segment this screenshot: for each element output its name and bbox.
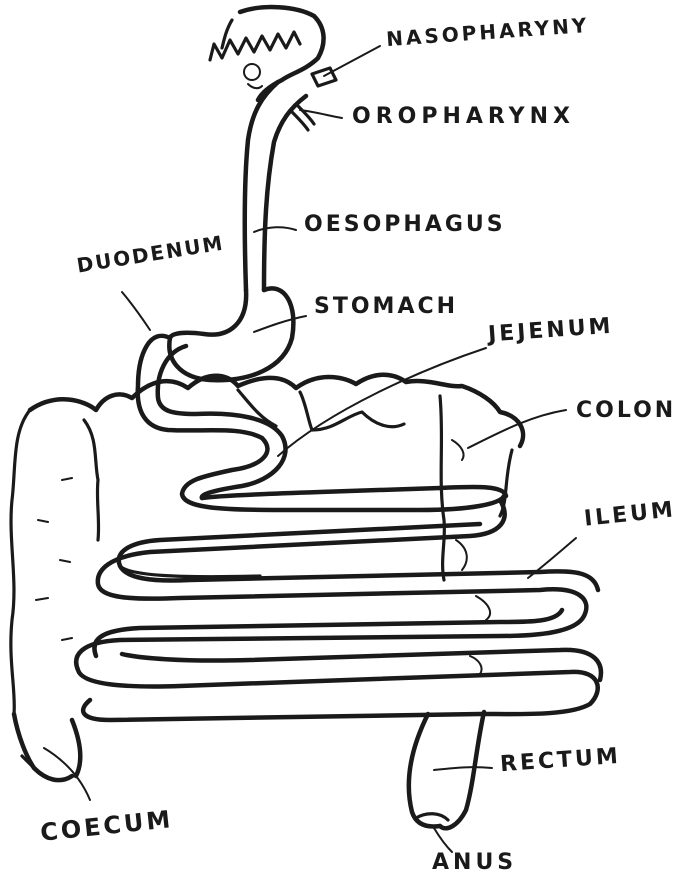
label-colon: COLON — [576, 400, 676, 422]
label-oropharynx: OROPHARYNX — [352, 106, 575, 128]
stomach-shape — [169, 288, 293, 380]
leader-lines — [44, 46, 576, 852]
ileum-coils — [76, 500, 601, 720]
rectum-shape — [409, 712, 484, 828]
label-anus: ANUS — [432, 852, 517, 874]
label-stomach: STOMACH — [314, 296, 458, 318]
head-outline — [210, 7, 324, 100]
label-oesophagus: OESOPHAGUS — [304, 214, 506, 236]
oesophagus-tube — [245, 82, 314, 290]
